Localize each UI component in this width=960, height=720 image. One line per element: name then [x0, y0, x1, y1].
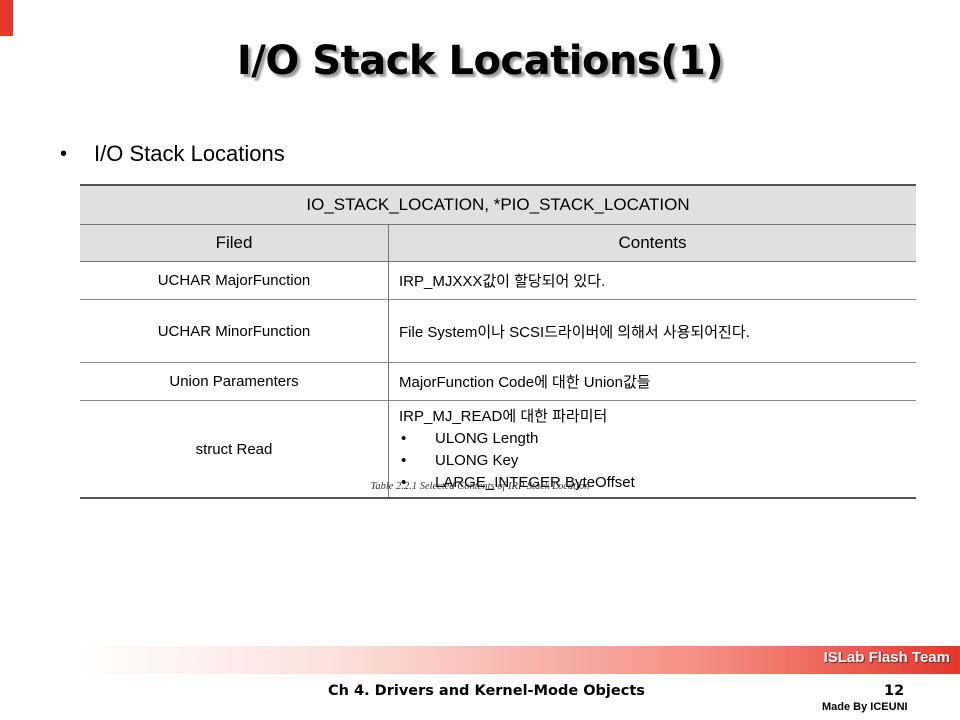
table-caption: Table 2.2.1 Selected Contents of IRP Sta… — [370, 481, 590, 492]
bullet-text: I/O Stack Locations — [94, 141, 285, 166]
slide-title: I/O Stack Locations(1) — [236, 38, 724, 84]
contents-cell: IRP_MJXXX값이 할당되어 있다. — [388, 261, 916, 300]
corner-accent-bar — [0, 0, 13, 36]
table-row: struct Read IRP_MJ_READ에 대한 파라미터 • ULONG… — [80, 400, 916, 499]
bullet-dot: • — [401, 451, 407, 469]
list-item: • ULONG Length — [399, 428, 916, 450]
stack-location-table: IO_STACK_LOCATION, *PIO_STACK_LOCATION F… — [80, 184, 916, 499]
field-cell: Union Paramenters — [80, 362, 389, 401]
table-row: Union Paramenters MajorFunction Code에 대한… — [80, 362, 916, 401]
table-header-row: IO_STACK_LOCATION, *PIO_STACK_LOCATION — [80, 184, 916, 225]
field-cell: struct Read — [80, 400, 389, 499]
column-header-field: Filed — [80, 224, 389, 262]
column-header-contents: Contents — [388, 224, 916, 262]
contents-heading: IRP_MJ_READ에 대한 파라미터 — [399, 407, 608, 425]
table-row: UCHAR MajorFunction IRP_MJXXX값이 할당되어 있다. — [80, 261, 916, 300]
bullet-dot: • — [401, 473, 407, 491]
table-title-cell: IO_STACK_LOCATION, *PIO_STACK_LOCATION — [80, 184, 916, 225]
made-by-label: Made By ICEUNI — [822, 701, 908, 713]
footer-gradient-band — [0, 646, 960, 674]
chapter-label: Ch 4. Drivers and Kernel-Mode Objects — [328, 683, 645, 699]
read-param-list: • ULONG Length • ULONG Key • LARGE_INTEG… — [399, 428, 916, 494]
list-item-text: ULONG Key — [435, 451, 519, 469]
bullet-dot: • — [401, 429, 407, 447]
list-item: • ULONG Key — [399, 450, 916, 472]
contents-cell: MajorFunction Code에 대한 Union값들 — [388, 362, 916, 401]
bullet-dot: • — [60, 142, 68, 165]
column-header-row: Filed Contents — [80, 224, 916, 262]
list-item: • LARGE_INTEGER ByteOffset — [399, 472, 916, 494]
contents-cell: IRP_MJ_READ에 대한 파라미터 • ULONG Length • UL… — [388, 400, 916, 499]
field-cell: UCHAR MajorFunction — [80, 261, 389, 300]
field-cell: UCHAR MinorFunction — [80, 299, 389, 363]
table-row: UCHAR MinorFunction File System이나 SCSI드라… — [80, 299, 916, 363]
team-label: ISLab Flash Team — [823, 649, 950, 666]
bullet-item: • I/O Stack Locations — [60, 141, 285, 167]
page-number: 12 — [884, 683, 905, 699]
contents-cell: File System이나 SCSI드라이버에 의해서 사용되어진다. — [388, 299, 916, 363]
list-item-text: ULONG Length — [435, 429, 539, 447]
list-item-text: LARGE_INTEGER ByteOffset — [435, 473, 635, 491]
